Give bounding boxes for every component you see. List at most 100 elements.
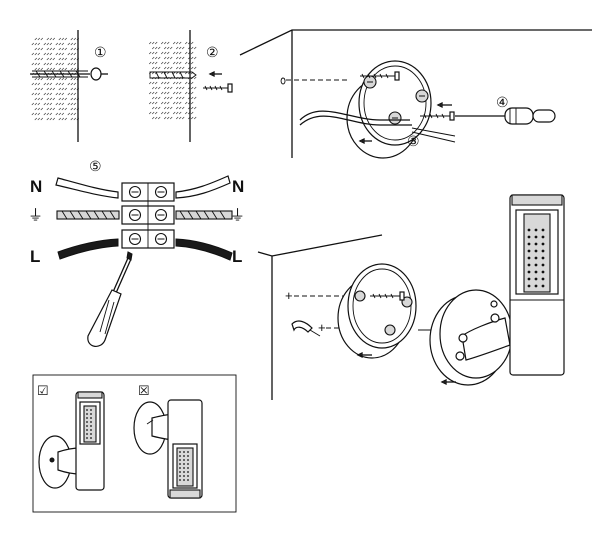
wall-hatch-mark: [175, 86, 185, 90]
terminal-block: [121, 182, 175, 249]
wall-hatch-mark: [46, 97, 56, 101]
wall-hatch-mark: [160, 101, 170, 105]
wall-hatch-mark: [67, 42, 77, 46]
wall-hatch-mark: [163, 116, 173, 120]
wall-hatch-mark: [148, 41, 158, 45]
wall-hatch-mark: [67, 112, 77, 116]
lamp-perforation-dot: [90, 425, 92, 427]
wall-hatch-mark: [175, 46, 185, 50]
live-right-label: L: [232, 247, 242, 266]
wall-hatch-mark: [148, 81, 158, 85]
plus-mark-2: +: [318, 320, 326, 335]
wall-hatch-mark: [55, 62, 65, 66]
wall-hatch-mark: [43, 62, 53, 66]
earth-left-icon: ⏚: [28, 207, 43, 224]
incorrect-orientation-icon: ☒: [138, 383, 150, 398]
wall-hatch-mark: [34, 37, 44, 41]
live-left-label: L: [30, 247, 40, 266]
wall-hatch-mark: [34, 47, 44, 51]
lamp-perforation-dot: [183, 459, 185, 461]
wall-hatch-mark: [160, 111, 170, 115]
lamp-perforation-dot: [86, 433, 88, 435]
lamp-perforation-dot: [534, 228, 538, 232]
wall-hatch-mark: [160, 61, 170, 65]
wall-hatch-mark: [151, 106, 161, 110]
lamp-perforation-dot: [187, 455, 189, 457]
wall-hatch-mark: [46, 107, 56, 111]
wall-hatch-mark: [151, 46, 161, 50]
wall-hatch-mark: [34, 57, 44, 61]
wall-hatch-mark: [46, 77, 56, 81]
neutral-right-label: N: [232, 177, 244, 196]
wall-hatch-mark: [184, 41, 194, 45]
step-2-label: ②: [206, 44, 219, 60]
lamp-perforation-dot: [527, 284, 531, 288]
lamp-perforation-dot: [179, 475, 181, 477]
plus-mark-1: +: [285, 288, 293, 303]
wall-hatch-mark: [172, 111, 182, 115]
lamp-perforation-dot: [179, 463, 181, 465]
wall-hatch-mark: [67, 82, 77, 86]
wall-hatch-mark: [46, 117, 56, 121]
screwdriver-icon: [87, 251, 133, 347]
final-assembly: + +: [257, 194, 565, 400]
lamp-perforation-dot: [527, 228, 531, 232]
wall-hatch-mark: [58, 37, 68, 41]
wall-hatch-mark: [55, 52, 65, 56]
lamp-perforation-dot: [90, 413, 92, 415]
wall-hatch-mark: [172, 101, 182, 105]
lamp-perforation-dot: [527, 256, 531, 260]
lamp-perforation-dot: [541, 242, 545, 246]
wall-hatch-mark: [46, 37, 56, 41]
wall-hatch-mark: [184, 61, 194, 65]
wall-hatch-mark: [31, 92, 41, 96]
wall-texture: [148, 41, 197, 120]
lamp-perforation-dot: [527, 277, 531, 281]
wall-hatch-mark: [58, 67, 68, 71]
lamp-perforation-dot: [534, 270, 538, 274]
lamp-perforation-dot: [541, 256, 545, 260]
wall-hatch-mark: [55, 112, 65, 116]
wall-hatch-mark: [163, 86, 173, 90]
wall-hatch-mark: [58, 107, 68, 111]
lamp-perforation-dot: [183, 451, 185, 453]
step-5-label: ⑤: [89, 158, 102, 174]
lamp-perforation-dot: [541, 235, 545, 239]
wall-hatch-mark: [175, 96, 185, 100]
lamp-perforation-dot: [541, 270, 545, 274]
wall-hatch-mark: [175, 116, 185, 120]
wall-hatch-mark: [43, 42, 53, 46]
lamp-perforation-dot: [541, 263, 545, 267]
earth-right-icon: ⏚: [230, 207, 245, 224]
wall-hatch-mark: [67, 62, 77, 66]
lamp-perforation-dot: [86, 413, 88, 415]
wall-hatch-mark: [172, 51, 182, 55]
wall-hatch-mark: [175, 66, 185, 70]
wall-hatch-mark: [34, 117, 44, 121]
wall-hatch-mark: [34, 87, 44, 91]
lamp-perforation-dot: [187, 479, 189, 481]
lamp-perforation-dot: [90, 433, 92, 435]
lamp-perforation-dot: [187, 451, 189, 453]
step-3-label: ③: [407, 133, 420, 149]
wall-hatch-mark: [46, 57, 56, 61]
lamp-perforation-dot: [86, 437, 88, 439]
correct-orientation-icon: ☑: [37, 383, 49, 398]
lamp-perforation-dot: [534, 235, 538, 239]
lamp-perforation-dot: [86, 421, 88, 423]
lamp-incorrect: [133, 399, 203, 499]
wall-hatch-mark: [184, 81, 194, 85]
wall-hatch-mark: [184, 111, 194, 115]
wall-hatch-mark: [151, 96, 161, 100]
wall-hatch-mark: [34, 107, 44, 111]
lamp-perforation-dot: [179, 459, 181, 461]
lamp-perforation-dot: [534, 242, 538, 246]
wall-hatch-mark: [67, 92, 77, 96]
wall-hatch-mark: [160, 51, 170, 55]
wall-hatch-mark: [55, 92, 65, 96]
wall-hatch-mark: [148, 101, 158, 105]
wall-hatch-mark: [58, 97, 68, 101]
lamp-perforation-dot: [527, 249, 531, 253]
wall-hatch-mark: [34, 97, 44, 101]
